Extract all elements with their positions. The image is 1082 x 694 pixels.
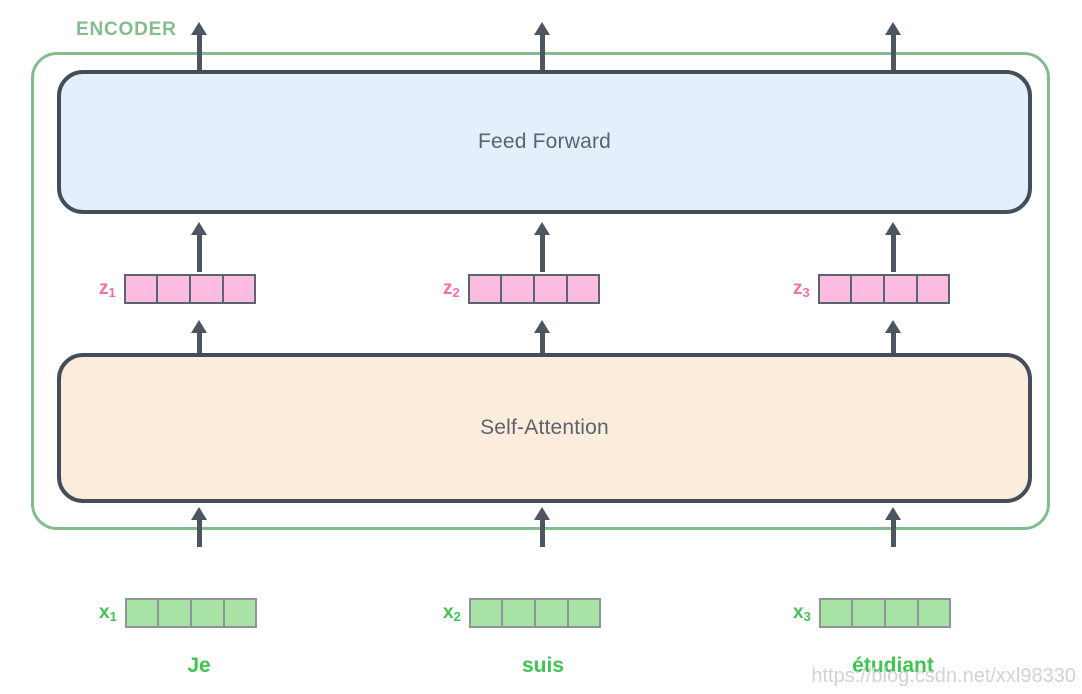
arrow-head xyxy=(191,222,207,235)
x-vector-2: x2 xyxy=(443,598,601,628)
arrow-head xyxy=(191,320,207,333)
z-vector-1-label: z1 xyxy=(99,278,116,300)
vector-cell xyxy=(917,598,951,628)
arrow-shaft xyxy=(540,519,545,547)
arrow-head xyxy=(885,22,901,35)
vector-cell xyxy=(818,598,852,628)
x-vector-1-label: x1 xyxy=(99,602,117,624)
vector-cell xyxy=(884,598,918,628)
z-vector-3-label: z3 xyxy=(793,278,810,300)
arrow-head xyxy=(191,22,207,35)
token-word-3: étudiant xyxy=(852,654,934,677)
x-to-selfattention-arrow-3 xyxy=(883,507,903,547)
arrow-shaft xyxy=(891,332,896,354)
token-word-1: Je xyxy=(187,654,211,677)
x-to-selfattention-arrow-2 xyxy=(532,507,552,547)
z-vector-2: z2 xyxy=(443,274,600,304)
arrow-head xyxy=(191,507,207,520)
z-vector-3: z3 xyxy=(793,274,950,304)
self-attention-label: Self-Attention xyxy=(480,416,609,439)
vector-cell xyxy=(124,598,158,628)
selfattention-to-z-arrow-3 xyxy=(883,320,903,354)
arrow-shaft xyxy=(540,34,545,70)
vector-cell xyxy=(883,274,917,304)
self-attention-layer[interactable]: Self-Attention xyxy=(57,353,1032,503)
selfattention-to-z-arrow-1 xyxy=(189,320,209,354)
vector-cell xyxy=(190,598,224,628)
arrow-shaft xyxy=(891,234,896,272)
feed-forward-layer[interactable]: Feed Forward xyxy=(57,70,1032,214)
vector-cell xyxy=(501,598,535,628)
vector-cell xyxy=(566,274,600,304)
arrow-shaft xyxy=(197,34,202,70)
vector-cell xyxy=(156,274,190,304)
vector-cell xyxy=(223,598,257,628)
vector-cell xyxy=(123,274,157,304)
selfattention-to-z-arrow-2 xyxy=(532,320,552,354)
arrow-head xyxy=(534,222,550,235)
arrow-shaft xyxy=(540,234,545,272)
arrow-head xyxy=(885,320,901,333)
arrow-shaft xyxy=(197,234,202,272)
arrow-shaft xyxy=(197,332,202,354)
arrow-shaft xyxy=(197,519,202,547)
x-vector-2-cells xyxy=(468,598,601,628)
output-arrow-3 xyxy=(883,22,903,70)
arrow-head xyxy=(885,507,901,520)
vector-cell xyxy=(850,274,884,304)
x-vector-1-cells xyxy=(124,598,257,628)
arrow-shaft xyxy=(540,332,545,354)
encoder-label: ENCODER xyxy=(76,19,177,40)
z-vector-1: z1 xyxy=(99,274,256,304)
vector-cell xyxy=(533,274,567,304)
x-vector-3: x3 xyxy=(793,598,951,628)
x-vector-1: x1 xyxy=(99,598,257,628)
output-arrow-1 xyxy=(189,22,209,70)
arrow-head xyxy=(534,507,550,520)
feed-forward-label: Feed Forward xyxy=(477,130,612,153)
z-vector-1-cells xyxy=(123,274,256,304)
vector-cell xyxy=(189,274,223,304)
vector-cell xyxy=(817,274,851,304)
vector-cell xyxy=(222,274,256,304)
vector-cell xyxy=(468,598,502,628)
x-vector-2-label: x2 xyxy=(443,602,461,624)
vector-cell xyxy=(851,598,885,628)
x-vector-3-label: x3 xyxy=(793,602,811,624)
arrow-head xyxy=(534,22,550,35)
token-word-2: suis xyxy=(521,654,565,677)
vector-cell xyxy=(467,274,501,304)
vector-cell xyxy=(157,598,191,628)
z-to-feedforward-arrow-1 xyxy=(189,222,209,272)
arrow-shaft xyxy=(891,519,896,547)
arrow-shaft xyxy=(891,34,896,70)
z-to-feedforward-arrow-3 xyxy=(883,222,903,272)
z-vector-2-label: z2 xyxy=(443,278,460,300)
vector-cell xyxy=(916,274,950,304)
vector-cell xyxy=(567,598,601,628)
arrow-head xyxy=(885,222,901,235)
z-vector-2-cells xyxy=(467,274,600,304)
arrow-head xyxy=(534,320,550,333)
x-to-selfattention-arrow-1 xyxy=(189,507,209,547)
output-arrow-2 xyxy=(532,22,552,70)
z-vector-3-cells xyxy=(817,274,950,304)
z-to-feedforward-arrow-2 xyxy=(532,222,552,272)
vector-cell xyxy=(500,274,534,304)
vector-cell xyxy=(534,598,568,628)
x-vector-3-cells xyxy=(818,598,951,628)
